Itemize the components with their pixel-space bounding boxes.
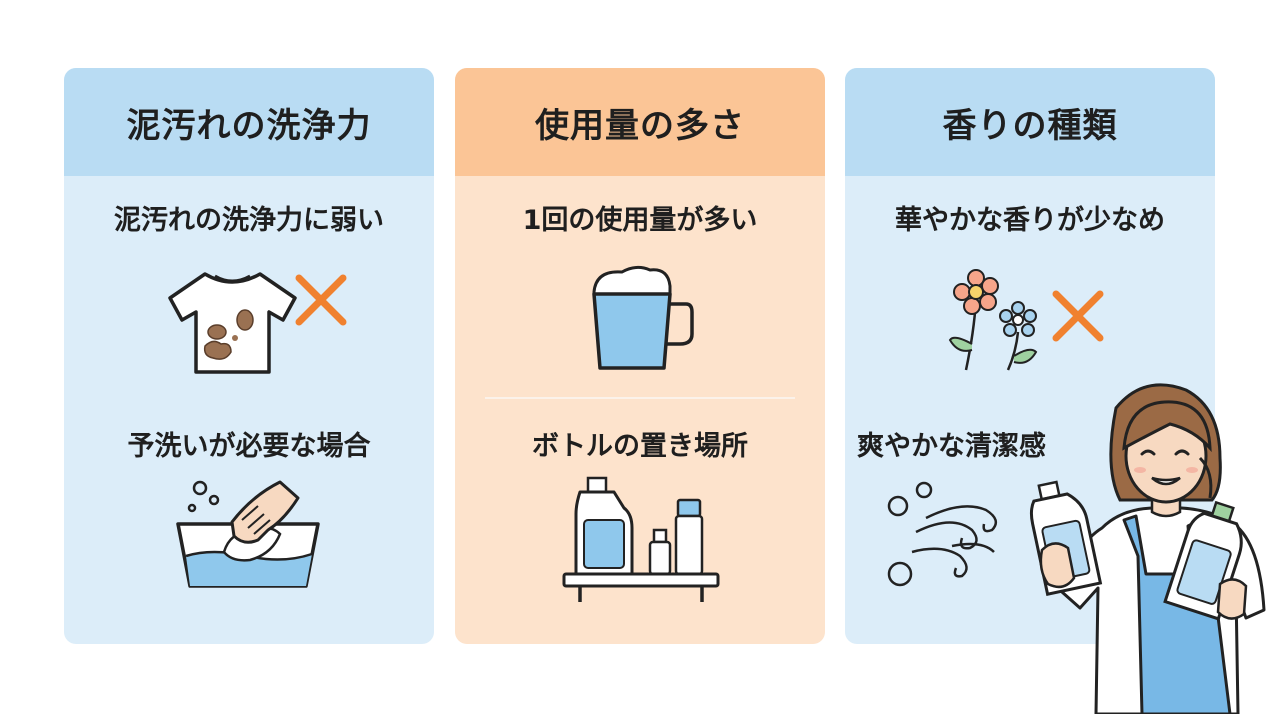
item-label: 華やかな香りが少なめ [895,205,1165,236]
stained-shirt-icon [168,272,297,374]
divider [485,397,795,399]
hand-wash-basin-icon [176,480,320,588]
cross-icon [1052,290,1104,342]
card-title: 泥汚れの洗浄力 [64,68,434,176]
measuring-cup-icon [592,265,694,370]
card-title: 使用量の多さ [455,68,825,176]
fresh-breeze-icon [887,481,998,587]
flowers-icon [948,269,1038,371]
cross-icon [295,274,347,326]
item-label: 泥汚れの洗浄力に弱い [114,205,384,236]
item-label: ボトルの置き場所 [532,431,748,462]
item-label: 1回の使用量が多い [522,205,758,236]
item-label: 爽やかな清潔感 [857,431,1046,462]
item-label: 予洗いが必要な場合 [127,431,371,462]
woman-holding-bottles-icon [1029,383,1266,714]
bottles-on-shelf-icon [562,476,720,602]
card-title: 香りの種類 [845,68,1215,176]
card-mud-cleaning: 泥汚れの洗浄力 泥汚れの洗浄力に弱い 予洗いが必要な場合 [64,68,434,644]
